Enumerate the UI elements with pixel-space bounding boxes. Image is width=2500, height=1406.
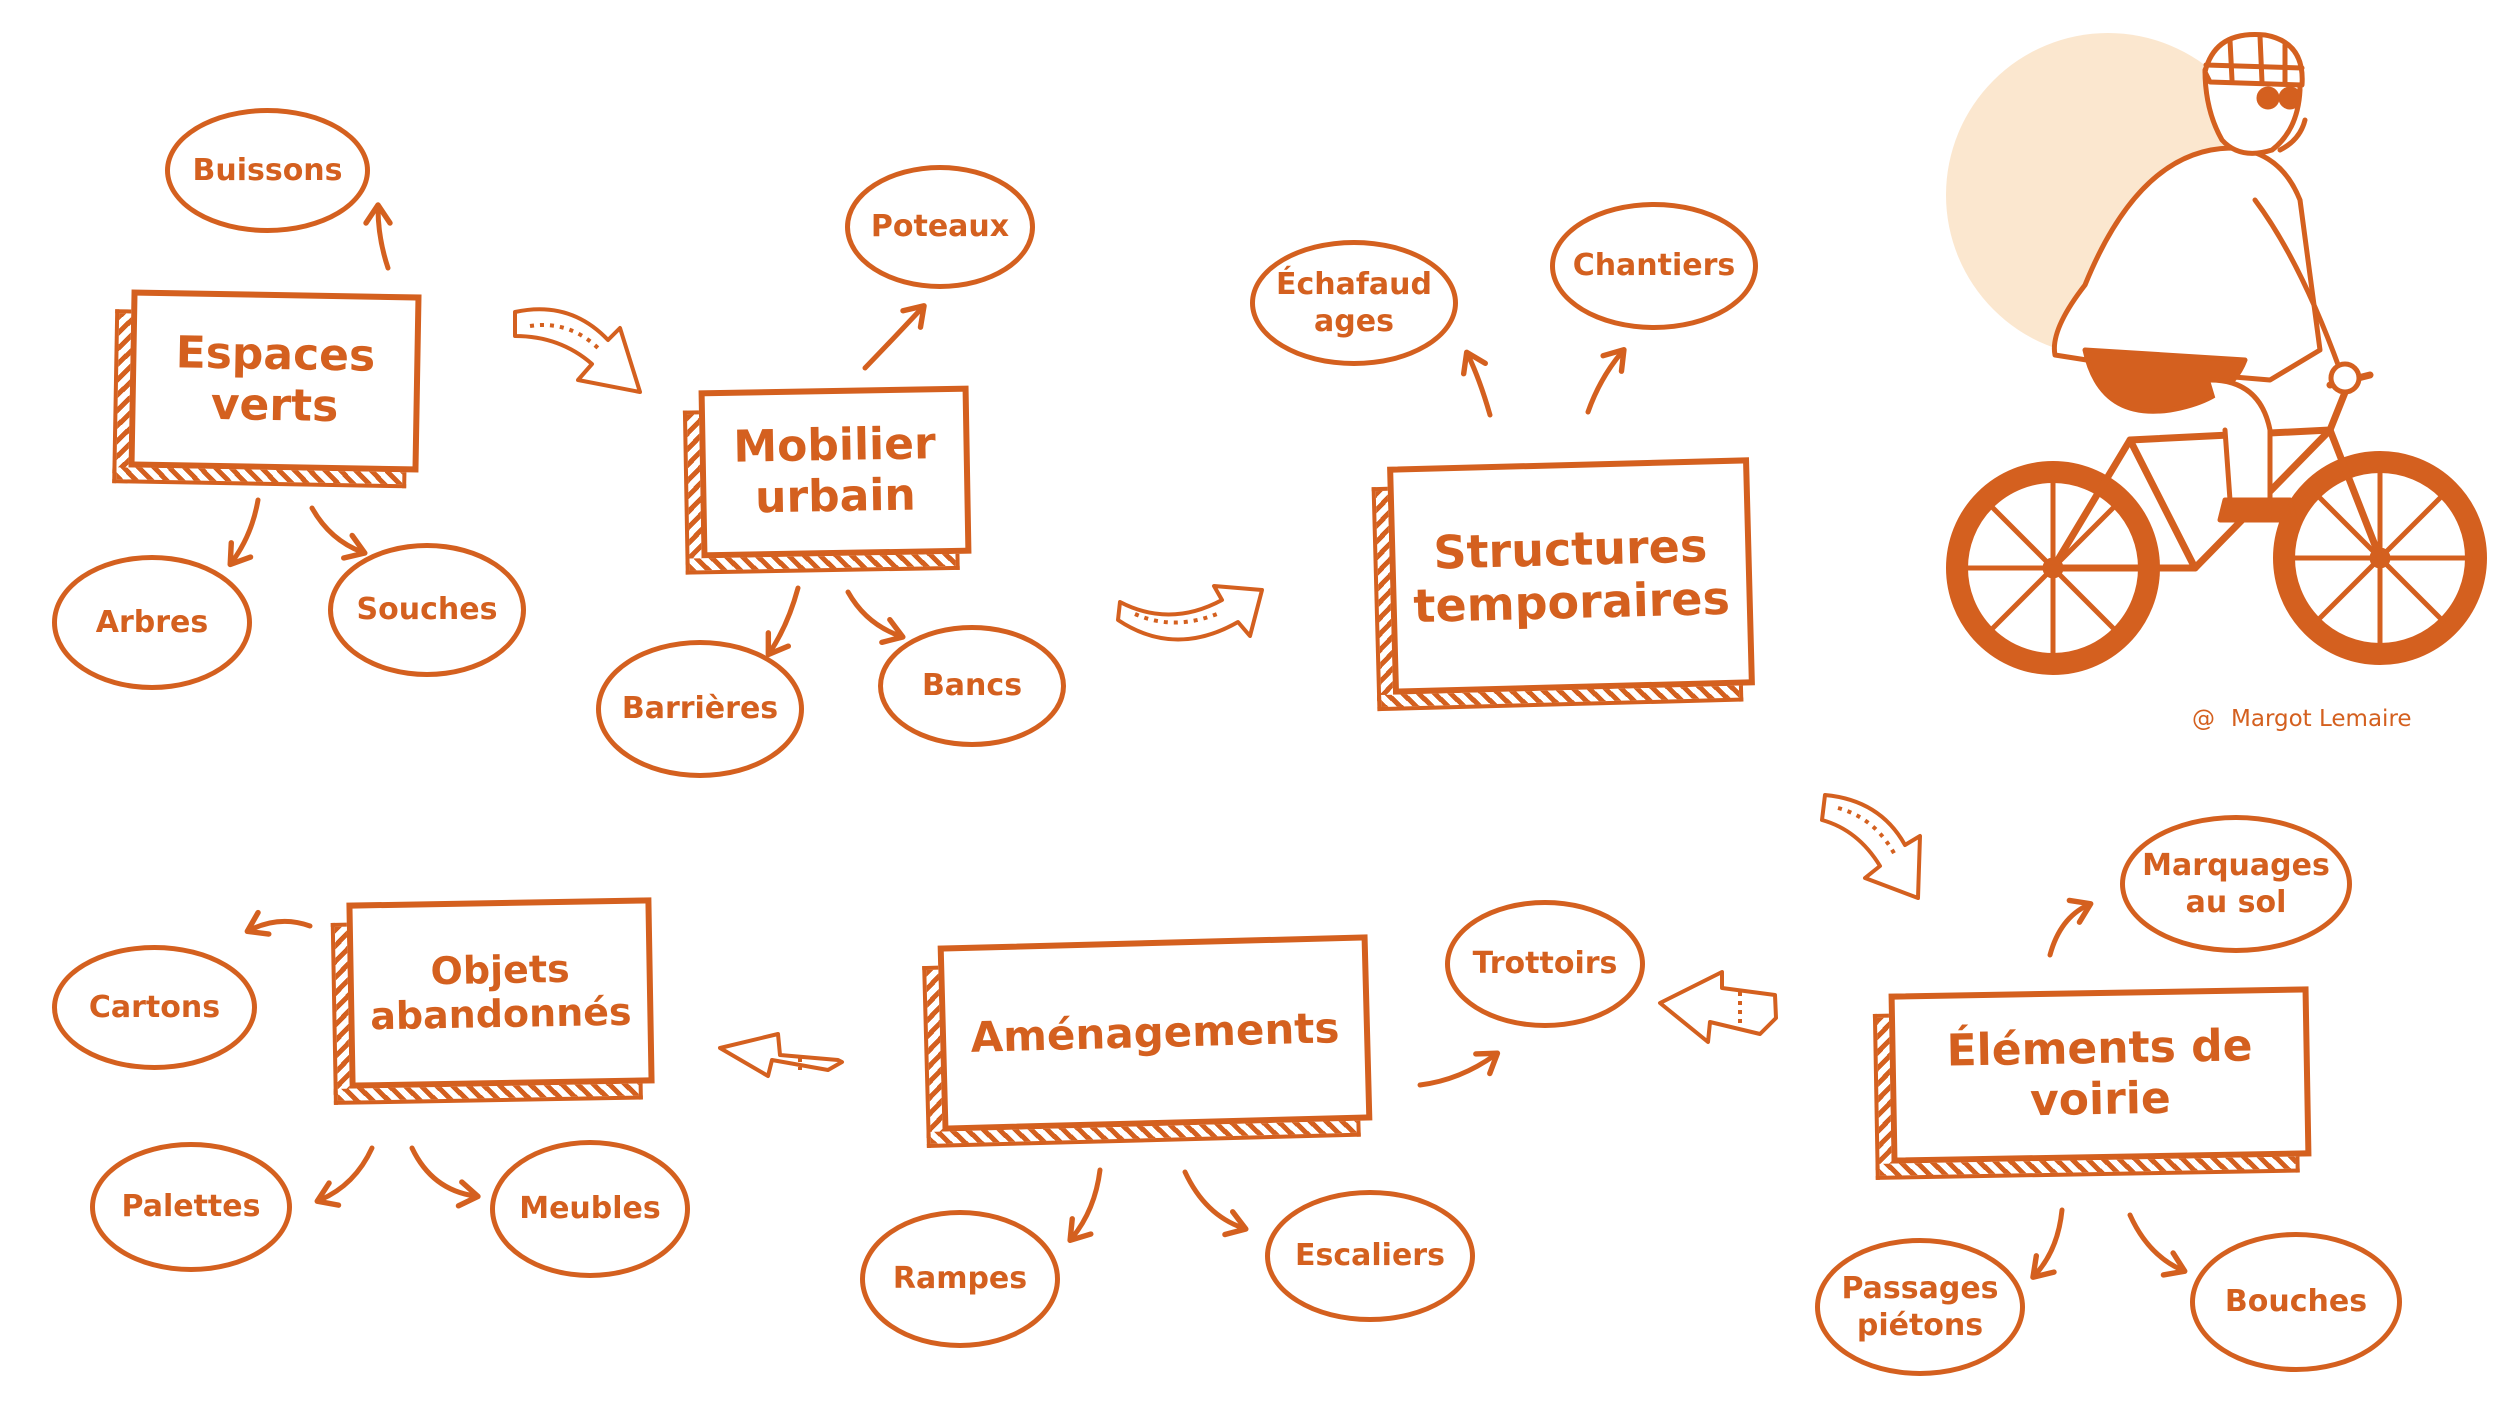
arrow-to-cartons — [244, 909, 313, 937]
node-palettes: Palettes — [90, 1142, 292, 1272]
node-rampes: Rampes — [860, 1210, 1060, 1348]
node-bancs: Bancs — [878, 625, 1066, 747]
node-marquages: Marquages au sol — [2120, 815, 2352, 953]
box-objets-abandonnes: Objets abandonnés — [346, 897, 655, 1089]
node-souches: Souches — [328, 543, 526, 677]
node-trottoirs: Trottoirs — [1445, 900, 1645, 1028]
arrow-to-escaliers — [1182, 1169, 1249, 1238]
arrow-to-barrieres — [765, 585, 801, 658]
box-mobilier-urbain: Mobilier urbain — [698, 385, 972, 559]
node-poteaux: Poteaux — [845, 165, 1035, 289]
arrow-to-passages — [2030, 1207, 2065, 1280]
arrow-to-bouches — [2127, 1212, 2188, 1278]
arrow-to-buissons — [363, 202, 393, 271]
node-meubles: Meubles — [490, 1140, 690, 1278]
box-amenagements: Aménagements — [937, 934, 1373, 1132]
arrow-to-meubles — [409, 1145, 481, 1209]
node-passages: Passages piétons — [1815, 1238, 2025, 1376]
flow-arrow-1-icon — [513, 307, 642, 394]
arrow-to-marquages — [2047, 897, 2094, 958]
arrow-to-chantiers — [1585, 347, 1627, 415]
box-espaces-verts: Espaces verts — [128, 289, 422, 473]
arrow-to-palettes — [314, 1145, 375, 1208]
node-cartons: Cartons — [52, 945, 257, 1070]
author-credit: @ Margot Lemaire — [2192, 706, 2428, 732]
node-buissons: Buissons — [165, 108, 370, 233]
node-bouches: Bouches — [2190, 1232, 2402, 1372]
node-barrieres: Barrières — [596, 640, 804, 778]
flow-arrow-5-icon — [718, 1032, 844, 1078]
flow-arrow-2-icon — [1116, 584, 1264, 642]
node-echafaudages: Échafaud ages — [1250, 240, 1458, 366]
flow-arrow-3-icon — [1820, 793, 1922, 900]
flow-arrow-4-icon — [1658, 970, 1778, 1044]
cyclist-illustration — [1946, 31, 2487, 675]
box-elements-de-voirie: Éléments de voirie — [1888, 986, 2312, 1164]
box-structures-temporaires: Structures temporaires — [1387, 457, 1755, 695]
node-escaliers: Escaliers — [1265, 1190, 1475, 1322]
node-arbres: Arbres — [52, 555, 252, 690]
arrow-to-bancs — [845, 589, 906, 646]
arrow-to-poteaux — [862, 303, 927, 371]
arrow-to-echafaudages — [1460, 349, 1493, 418]
front-wheel-icon — [2273, 451, 2487, 665]
arrow-to-trottoirs — [1417, 1050, 1501, 1088]
arrow-to-rampes — [1067, 1167, 1103, 1244]
node-chantiers: Chantiers — [1550, 202, 1758, 330]
arrow-to-souches — [309, 505, 368, 561]
at-symbol: @ — [2192, 706, 2215, 732]
author-name: Margot Lemaire — [2231, 706, 2412, 732]
arrow-to-arbres — [227, 497, 261, 568]
